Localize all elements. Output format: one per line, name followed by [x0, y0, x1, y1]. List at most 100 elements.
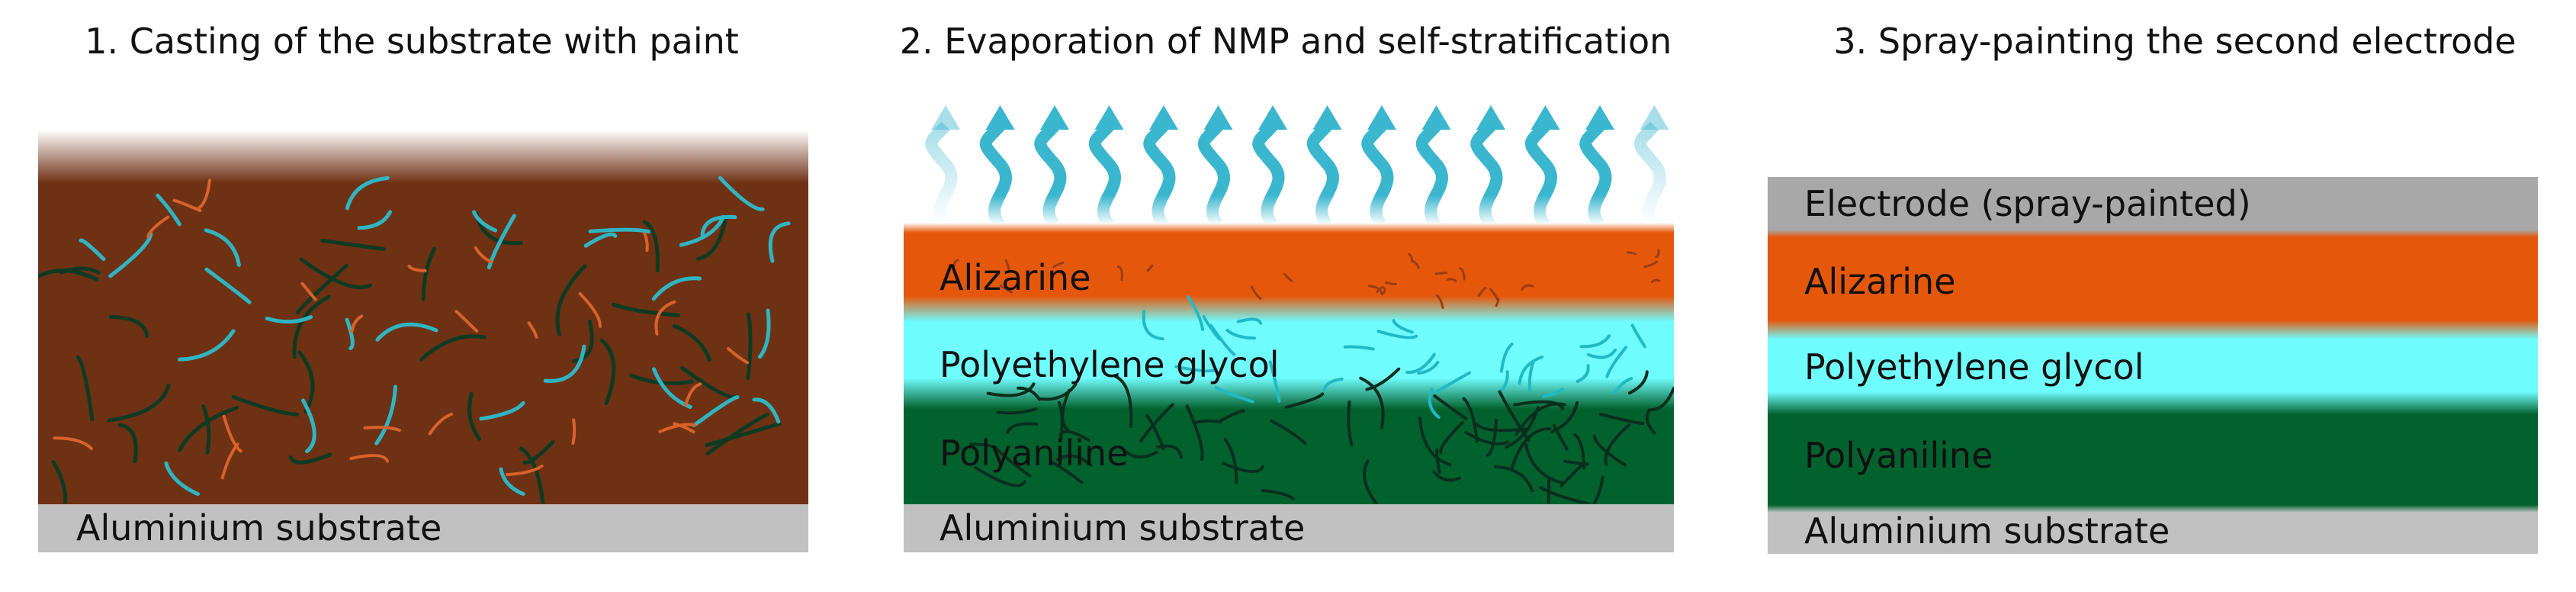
fibre-strand: [1145, 413, 1165, 451]
fibre-strand: [1367, 285, 1383, 294]
substrate-label: Aluminium substrate: [76, 507, 442, 549]
fibre-strand: [296, 263, 348, 315]
fibre-strand: [1006, 422, 1039, 434]
fibre-strand: [1499, 343, 1514, 373]
fibre-strand: [1359, 376, 1385, 430]
fibre-strand: [673, 422, 695, 433]
fibre-strand: [993, 445, 1032, 478]
fibre-strand: [1380, 287, 1386, 295]
fibre-strand: [1433, 371, 1471, 394]
fibre-strand: [643, 232, 649, 253]
vapour-arrows: [925, 105, 1669, 230]
fibre-strand: [1408, 253, 1414, 262]
fibre-strand: [583, 232, 618, 248]
fibre-strand: [108, 315, 149, 339]
fibre-strand: [527, 321, 538, 339]
vapour-arrow-icon: [1143, 105, 1178, 230]
fibre-strand: [487, 214, 516, 270]
paint-surface-fade: [38, 130, 808, 183]
fibre-strand: [1655, 249, 1660, 259]
fibre-strand: [1392, 319, 1414, 334]
fibre-strand: [651, 276, 702, 301]
fibre-strand: [996, 407, 1038, 415]
fibre-strand: [1017, 386, 1041, 401]
fibre-strand: [973, 465, 1026, 487]
fibre-strand: [1645, 408, 1656, 435]
fibre-strand: [746, 312, 753, 381]
vapour-arrow-icon: [1252, 105, 1287, 230]
layer-label-alizarine: Alizarine: [1804, 261, 1956, 302]
aluminium-substrate: [38, 504, 808, 552]
fibre-strand: [1365, 367, 1401, 391]
fibre-strand: [1363, 459, 1379, 504]
final-layer-stack: [1768, 177, 2538, 554]
fibre-strand: [718, 175, 765, 211]
fibre-strand: [1592, 475, 1604, 504]
fibre-strand: [1222, 462, 1264, 473]
fibre-strand: [571, 418, 577, 445]
fibre-strand: [684, 382, 702, 407]
fibre-strand: [1142, 310, 1164, 341]
fibre-strand: [1542, 388, 1564, 398]
fibre-strand: [1055, 454, 1093, 467]
fibre-strand: [288, 452, 332, 465]
fibre-strand: [107, 383, 171, 423]
stratified-fibres: [953, 249, 1674, 504]
fibre-strand: [1139, 403, 1174, 443]
stratified-layers: [904, 223, 1674, 505]
substrate-label: Aluminium substrate: [1804, 510, 2170, 552]
fibre-strand: [1385, 281, 1398, 285]
fibre-strand: [1553, 423, 1569, 451]
fibre-strand: [1174, 365, 1218, 373]
vapour-arrow-icon: [1579, 105, 1614, 230]
fibre-strand: [51, 460, 68, 504]
fibre-strand: [757, 308, 771, 359]
fibre-strand: [1225, 328, 1256, 340]
aluminium-substrate: [904, 504, 1674, 552]
fibre-strand: [472, 210, 498, 233]
fibre-strand: [297, 350, 315, 414]
fibre-strand: [1439, 420, 1464, 455]
fibre-strand: [727, 347, 750, 365]
fibre-strand: [1464, 430, 1510, 446]
fibre-strand: [300, 282, 317, 301]
fibre-strand: [474, 246, 493, 264]
fibre-strand: [768, 221, 791, 263]
layer-label-alizarine: Alizarine: [940, 257, 1091, 298]
fibre-strand: [1120, 447, 1158, 458]
fibre-strand: [108, 231, 153, 278]
fibre-strand: [705, 422, 782, 448]
fibre-strand: [1376, 330, 1418, 339]
layer-label-polyaniline: Polyaniline: [940, 433, 1128, 474]
fibre-strand: [1223, 437, 1238, 484]
fibre-strand: [117, 423, 138, 464]
fibre-strand: [679, 215, 725, 247]
fibre-strand: [1598, 413, 1645, 426]
fibre-strand: [374, 384, 397, 446]
fibre-strand: [1284, 392, 1325, 409]
fibre-strand: [1039, 383, 1078, 401]
fibre-strand: [407, 264, 427, 272]
fibre-strand: [204, 267, 252, 304]
fibre-strand: [363, 426, 401, 432]
panel-1: 1. Casting of the substrate with paint A…: [38, 21, 808, 552]
fibre-strand: [1116, 265, 1123, 282]
fibre-strand: [1559, 462, 1585, 487]
fibre-strand: [1592, 434, 1627, 467]
fibre-strand: [1477, 287, 1487, 298]
fibre-strand: [692, 395, 740, 427]
fibre-strand: [231, 394, 299, 417]
fibre-strand: [1539, 486, 1592, 504]
fibre-strand: [350, 314, 364, 333]
fibre-strand: [543, 344, 586, 383]
fibre-strand: [1209, 323, 1236, 356]
fibre-strand: [1627, 251, 1636, 256]
fibre-strand: [301, 398, 316, 454]
fibre-strand: [1434, 271, 1447, 275]
fibre-strand: [479, 401, 525, 421]
fibre-strand: [1322, 377, 1344, 392]
fibre-strand: [953, 259, 959, 267]
fibre-strand: [53, 436, 93, 451]
fibre-strand: [752, 397, 781, 424]
fibre-strand: [1446, 278, 1457, 283]
